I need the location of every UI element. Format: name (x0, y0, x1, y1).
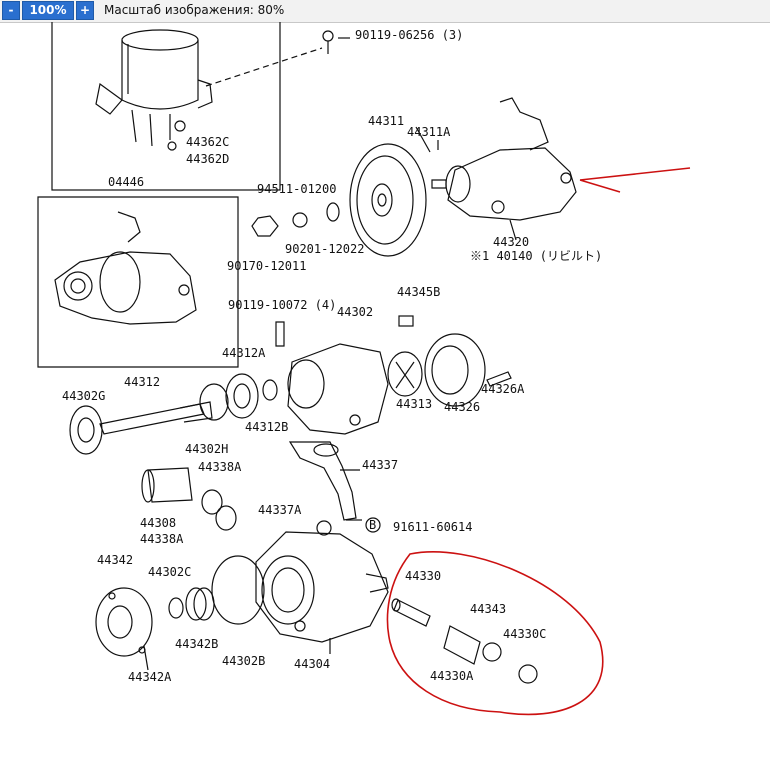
zoom-in-button[interactable]: + (76, 1, 94, 20)
leader-lines-upper (415, 126, 517, 241)
label-90119-10072: 90119-10072 (4) (228, 298, 336, 312)
seal-44312b (262, 379, 278, 401)
pump-body-drawing (275, 321, 389, 435)
label-ref-b: B (369, 518, 376, 532)
label-44362c: 44362C (186, 135, 229, 149)
label-04446: 04446 (108, 175, 144, 189)
label-90201-12022: 90201-12022 (285, 242, 364, 256)
oring-44338a-bottom (215, 505, 237, 531)
label-90119-06256: 90119-06256 (3) (355, 28, 463, 42)
label-44362d: 44362D (186, 152, 229, 166)
spring-44342b (185, 587, 215, 621)
cover-plate-drawing (95, 587, 153, 657)
parts-diagram: 90119-06256 (3) 44362C 44362D 04446 4431… (37, 22, 691, 716)
label-44330c: 44330C (503, 627, 546, 641)
label-44311: 44311 (368, 114, 404, 128)
nut-washer-drawing (251, 202, 340, 237)
label-44302c: 44302C (148, 565, 191, 579)
label-44302g: 44302G (62, 389, 105, 403)
rotor-drawing (387, 315, 423, 397)
union-pipe-drawing (288, 441, 357, 521)
seal-44302c (168, 597, 184, 619)
image-scale-label: Масштаб изображения: 80% (104, 3, 285, 17)
label-44345b: 44345B (397, 285, 440, 299)
pump-kit-drawing (54, 211, 197, 325)
label-44337a: 44337A (258, 503, 302, 517)
label-44338a-top: 44338A (198, 460, 242, 474)
label-44320: 44320 (493, 235, 529, 249)
label-44308: 44308 (140, 516, 176, 530)
label-44342a: 44342A (128, 670, 172, 684)
label-91611-60614: 91611-60614 (393, 520, 472, 534)
label-44312b: 44312B (245, 420, 288, 434)
pulley-drawing (349, 143, 427, 257)
label-44302h: 44302H (185, 442, 228, 456)
oring-44338a-top (201, 489, 223, 515)
zoom-reset-button[interactable]: 100% (22, 1, 74, 20)
oring-44302b (211, 555, 265, 625)
label-44326a: 44326A (481, 382, 525, 396)
viewer-toolbar: - 100% + Масштаб изображения: 80% (0, 0, 770, 23)
bolt-90119-06256 (322, 30, 350, 54)
label-44312a: 44312A (222, 346, 266, 360)
valve-drawing (141, 467, 193, 503)
label-44342b: 44342B (175, 637, 218, 651)
label-44312: 44312 (124, 375, 160, 389)
pump-assembly-drawing (431, 97, 577, 221)
label-44342: 44342 (97, 553, 133, 567)
snap-ring-44302h (199, 383, 229, 421)
label-44302: 44302 (337, 305, 373, 319)
bearing-drawing (225, 373, 259, 419)
label-44304: 44304 (294, 657, 330, 671)
reservoir-inset-frame (51, 22, 281, 191)
label-44338a-bottom: 44338A (140, 532, 184, 546)
label-44330a: 44330A (430, 669, 474, 683)
label-44343: 44343 (470, 602, 506, 616)
label-40140: ※1 40140 (リビルト) (470, 249, 602, 263)
label-44330: 44330 (405, 569, 441, 583)
label-44302b: 44302B (222, 654, 265, 668)
label-90170-12011: 90170-12011 (227, 259, 306, 273)
annotation-arrow (579, 167, 691, 193)
annotation-circle (386, 551, 604, 716)
label-44337: 44337 (362, 458, 398, 472)
reservoir-drawing (95, 29, 323, 151)
ref-b-circle (365, 517, 381, 533)
kit-inset-frame (37, 196, 239, 368)
zoom-out-button[interactable]: - (2, 1, 20, 20)
label-94511-01200: 94511-01200 (257, 182, 336, 196)
label-44313: 44313 (396, 397, 432, 411)
housing-drawing (255, 531, 389, 643)
cam-ring-drawing (424, 333, 486, 407)
pin-44326a (486, 371, 512, 387)
label-44326: 44326 (444, 400, 480, 414)
leader-lines-lower (143, 469, 362, 671)
gasket-44337a (316, 520, 332, 536)
label-44311a: 44311A (407, 125, 451, 139)
flow-valve-drawing (391, 598, 538, 684)
